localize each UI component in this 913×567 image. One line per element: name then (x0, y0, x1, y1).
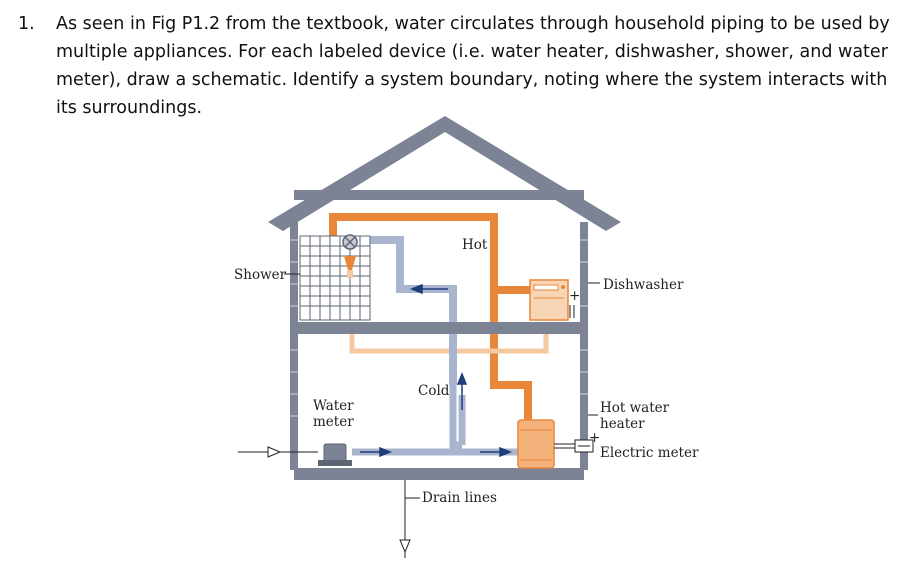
label-water-meter-line2: meter (313, 414, 354, 430)
label-electric-meter: Electric meter (600, 445, 699, 461)
label-hot-water-heater-line1: Hot water (600, 400, 670, 416)
label-hot-water-heater-line2: heater (600, 416, 645, 432)
ground-floor-slab (294, 468, 584, 480)
svg-text:+: + (589, 430, 600, 446)
shower (299, 234, 371, 321)
right-wall (580, 222, 588, 470)
flow-arrows (360, 283, 513, 458)
label-shower: Shower (234, 267, 287, 283)
electric-meter-icon: + (574, 430, 600, 453)
supply-inlet (238, 446, 318, 458)
water-meter-icon (318, 443, 352, 466)
question-number: 1. (18, 14, 35, 34)
label-drain-lines: Drain lines (422, 490, 497, 506)
dishwasher: + (529, 279, 580, 321)
water-heater (517, 419, 576, 469)
label-dishwasher: Dishwasher (603, 277, 684, 293)
cold-pipe-branch (449, 385, 462, 449)
wall-texture (290, 239, 588, 417)
attic-floor (294, 190, 584, 200)
question-block: 1. As seen in Fig P1.2 from the textbook… (18, 10, 898, 122)
left-wall (290, 222, 298, 470)
leader-lines (284, 273, 600, 499)
question-text: As seen in Fig P1.2 from the textbook, w… (56, 14, 890, 118)
drain-line (399, 480, 411, 558)
second-floor-slab (294, 322, 584, 334)
hot-pipe-attic (329, 213, 532, 424)
cold-pipes (348, 236, 528, 456)
cold-pipe-shower (348, 236, 457, 385)
shower-head-icon (344, 256, 356, 270)
dishwasher-plus-icon: + (569, 288, 580, 304)
label-cold: Cold (418, 383, 450, 399)
label-hot: Hot (462, 237, 488, 253)
label-water-meter-line1: Water (313, 398, 354, 414)
